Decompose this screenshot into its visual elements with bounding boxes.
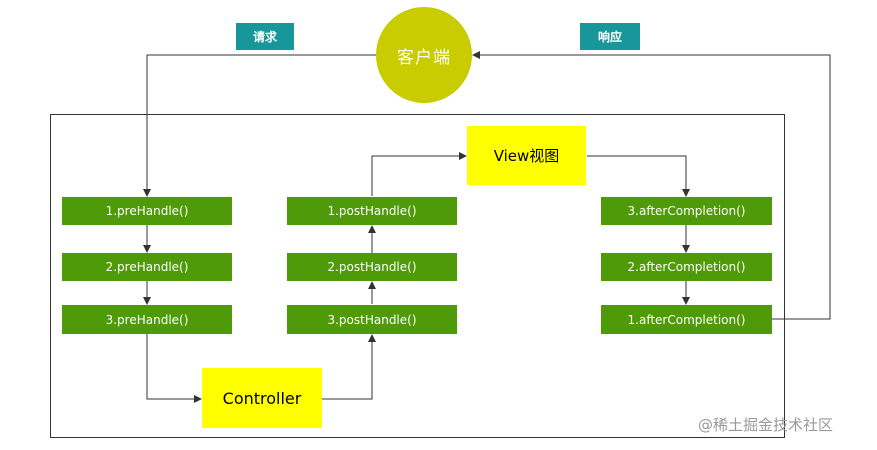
aftercompletion-1: 1.afterCompletion() (601, 305, 772, 334)
posthandle-3: 3.postHandle() (287, 305, 457, 334)
prehandle-3: 3.preHandle() (62, 305, 232, 334)
watermark: @稀土掘金技术社区 (698, 416, 834, 434)
controller-node: Controller (202, 368, 322, 428)
response-arrow (472, 51, 831, 320)
aftercompletion-3: 3.afterCompletion() (601, 197, 772, 225)
prehandle-1: 1.preHandle() (62, 197, 232, 225)
aftercompletion-2: 2.afterCompletion() (601, 253, 772, 281)
view-to-after-arrow (587, 155, 690, 197)
interceptor-frame (50, 114, 785, 438)
post-to-view-arrow (371, 152, 467, 196)
request-tag: 请求 (236, 23, 294, 50)
response-tag: 响应 (580, 23, 640, 50)
controller-to-post-arrow (322, 334, 376, 400)
posthandle-1: 1.postHandle() (287, 197, 457, 225)
pre-to-controller-arrow (146, 334, 202, 403)
request-arrow (143, 54, 376, 197)
prehandle-2: 2.preHandle() (62, 253, 232, 281)
client-node: 客户端 (376, 7, 472, 103)
view-node: View视图 (467, 126, 586, 185)
posthandle-2: 2.postHandle() (287, 253, 457, 281)
